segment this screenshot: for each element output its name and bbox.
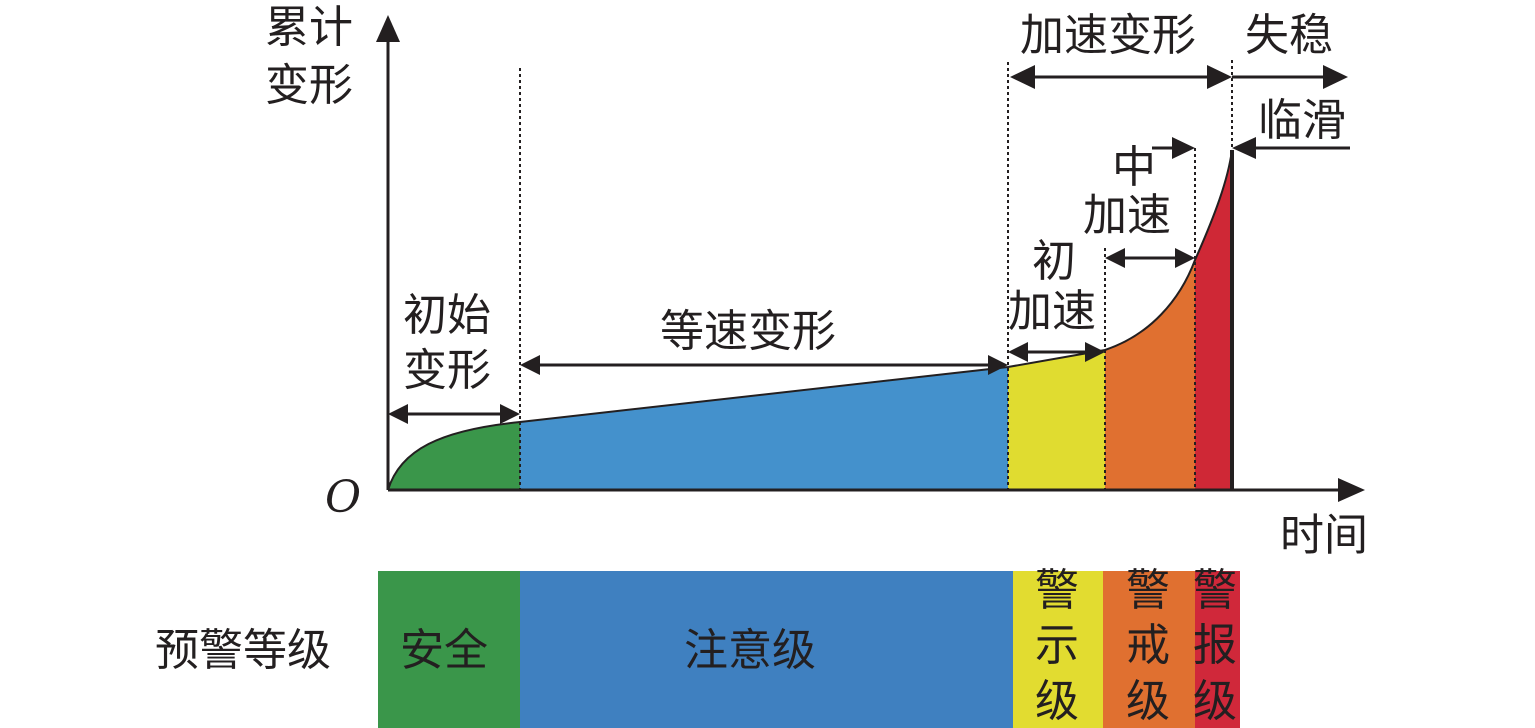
svg-text:级: 级 [1126, 676, 1170, 727]
svg-text:警: 警 [1126, 565, 1170, 616]
accelerating-label: 加速变形 [1020, 10, 1196, 61]
imminent-label: 临滑 [1258, 95, 1346, 146]
initial-label-1: 初始 [403, 290, 491, 341]
level-warning [1013, 571, 1103, 728]
level-attention [520, 571, 1013, 728]
level-warning-label: 警 示 级 [1035, 565, 1079, 727]
curve-fill [388, 150, 1232, 490]
y-axis-label-1: 累计 [265, 2, 353, 53]
origin-label: O [325, 472, 361, 523]
svg-text:警: 警 [1035, 565, 1079, 616]
x-axis-label: 时间 [1280, 510, 1368, 561]
x-axis-arrow-icon [1338, 478, 1365, 502]
early-accel-label-2: 加速 [1008, 286, 1096, 337]
level-attention-label: 注意级 [684, 625, 816, 676]
level-safe [378, 571, 520, 728]
svg-text:示: 示 [1035, 620, 1079, 671]
level-alarm [1195, 571, 1240, 728]
fill-imminent [1195, 150, 1232, 490]
level-safe-label: 安全 [400, 625, 488, 676]
instability-label: 失稳 [1245, 10, 1333, 61]
stage-arrows [388, 65, 1350, 424]
fill-constant [520, 150, 1008, 490]
level-alert [1103, 571, 1195, 728]
svg-text:戒: 戒 [1126, 620, 1170, 671]
warning-title: 预警等级 [155, 625, 331, 676]
mid-accel-label-1: 中 [1112, 142, 1156, 193]
svg-text:级: 级 [1193, 676, 1237, 727]
svg-text:警: 警 [1193, 565, 1237, 616]
deformation-curve [387, 149, 1233, 491]
constant-label: 等速变形 [660, 306, 836, 357]
early-accel-label-1: 初 [1032, 236, 1076, 287]
level-alert-label: 警 戒 级 [1126, 565, 1170, 727]
level-alarm-label: 警 报 级 [1193, 565, 1237, 727]
y-axis-arrow-icon [376, 15, 400, 42]
svg-text:级: 级 [1035, 676, 1079, 727]
initial-label-2: 变形 [403, 345, 491, 396]
stage-dividers [519, 60, 1233, 490]
y-axis-label-2: 变形 [265, 60, 353, 111]
svg-text:报: 报 [1193, 620, 1237, 671]
mid-accel-label-2: 加速 [1083, 190, 1171, 241]
